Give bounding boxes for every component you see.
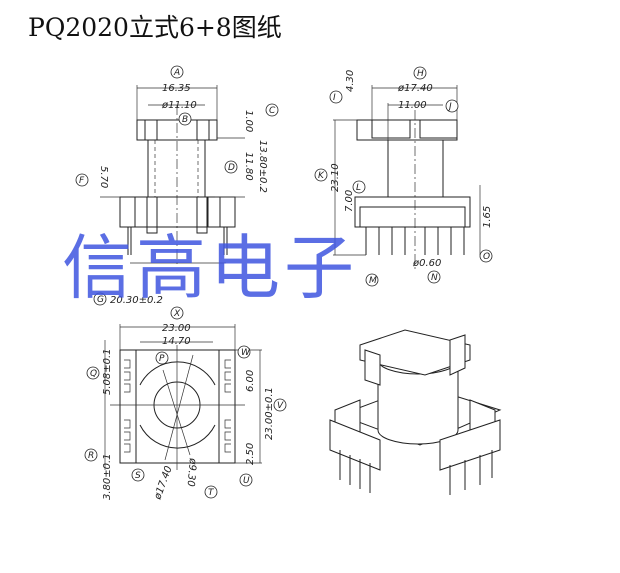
- dim-U: 2.50: [245, 443, 256, 465]
- dim-F: 5.70: [98, 166, 109, 188]
- label-H: H: [417, 69, 424, 79]
- label-F: F: [79, 176, 85, 186]
- dim-D: 11.80: [243, 152, 254, 181]
- label-K: K: [318, 171, 325, 181]
- label-G: G: [97, 295, 104, 305]
- label-V: V: [277, 401, 284, 411]
- dim-V: 23.00±0.1: [264, 387, 275, 440]
- dim-N: ø0.60: [412, 258, 441, 269]
- dim-R: 3.80±0.1: [102, 453, 113, 500]
- dim-Q: 5.08±0.1: [102, 348, 113, 395]
- dim-B: ø11.10: [161, 100, 197, 111]
- isometric-view: [329, 329, 502, 495]
- label-S: S: [135, 471, 141, 481]
- label-N: N: [431, 273, 438, 283]
- label-B: B: [182, 115, 188, 125]
- label-W: W: [241, 348, 251, 358]
- label-U: U: [243, 476, 250, 486]
- dim-T: ø9.30: [185, 457, 199, 487]
- dim-G: 20.30±0.2: [110, 295, 163, 306]
- dim-I: 4.30: [345, 70, 356, 92]
- label-L: L: [356, 183, 361, 193]
- dim-L: 7.00: [344, 190, 355, 212]
- label-P: P: [159, 354, 165, 364]
- label-T: T: [208, 488, 215, 498]
- dim-K: 23.10: [330, 163, 341, 192]
- dim-W: 6.00: [245, 370, 256, 392]
- dim-X: 23.00: [162, 323, 191, 334]
- dim-D2: 13.80±0.2: [257, 140, 268, 193]
- page-title: PQ2020立式6+8图纸: [28, 13, 282, 42]
- label-J: J: [447, 102, 452, 112]
- watermark: 信高电子: [62, 227, 358, 309]
- label-Q: Q: [90, 369, 97, 379]
- base: [119, 196, 236, 228]
- label-X: X: [173, 309, 181, 319]
- dim-P: 14.70: [162, 336, 191, 347]
- dim-A: 16.35: [162, 83, 191, 94]
- dim-H: ø17.40: [397, 83, 433, 94]
- dim-J: 11.00: [398, 100, 427, 111]
- bottom-view: [104, 324, 262, 470]
- side-view: [333, 85, 481, 270]
- label-M: M: [369, 276, 377, 286]
- label-A: A: [173, 68, 180, 78]
- label-D: D: [228, 163, 235, 173]
- dim-C: 1.00: [243, 110, 254, 132]
- label-R: R: [88, 451, 94, 461]
- label-O: O: [483, 252, 490, 262]
- label-I: I: [333, 93, 336, 103]
- dim-S: ø17.40: [152, 465, 175, 502]
- label-C: C: [269, 106, 276, 116]
- dim-O: 1.65: [482, 206, 493, 228]
- front-view: [100, 85, 245, 265]
